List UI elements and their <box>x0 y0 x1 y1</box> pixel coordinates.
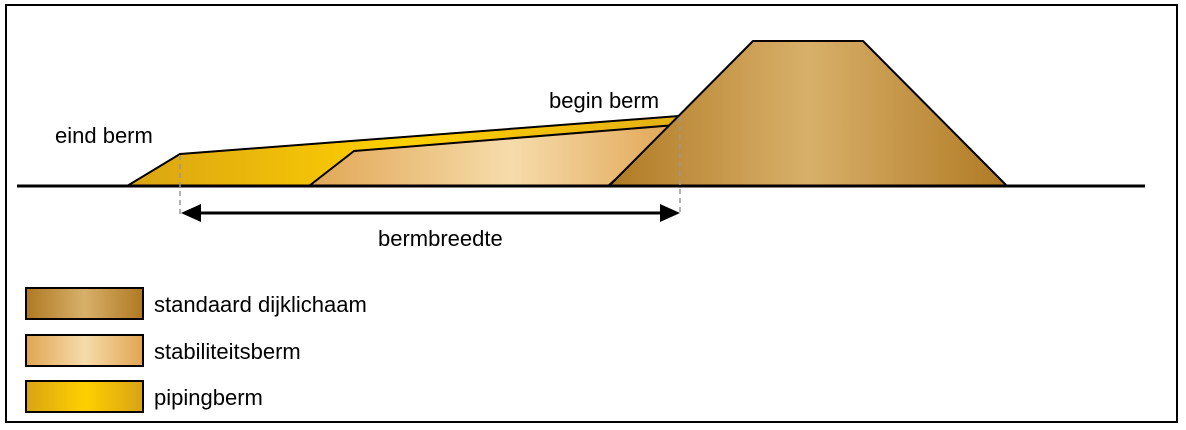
legend-swatch-pipingberm <box>25 380 144 413</box>
legend-swatch-stabiliteitsberm <box>25 334 144 367</box>
label-begin-berm: begin berm <box>549 88 660 113</box>
legend-item-pipingberm: pipingberm <box>25 380 425 416</box>
arrowhead-left <box>181 204 201 222</box>
legend-label: standaard dijklichaam <box>154 292 367 317</box>
legend-item-dijklichaam: standaard dijklichaam <box>25 287 425 323</box>
legend-swatch-dijklichaam <box>25 287 144 320</box>
legend-label: pipingberm <box>154 385 263 410</box>
dijklichaam-shape <box>608 40 1008 187</box>
label-bermbreedte: bermbreedte <box>378 226 503 251</box>
label-eind-berm: eind berm <box>55 123 153 148</box>
legend-label: stabiliteitsberm <box>154 339 301 364</box>
legend-item-stabiliteitsberm: stabiliteitsberm <box>25 334 425 370</box>
arrowhead-right <box>660 204 680 222</box>
